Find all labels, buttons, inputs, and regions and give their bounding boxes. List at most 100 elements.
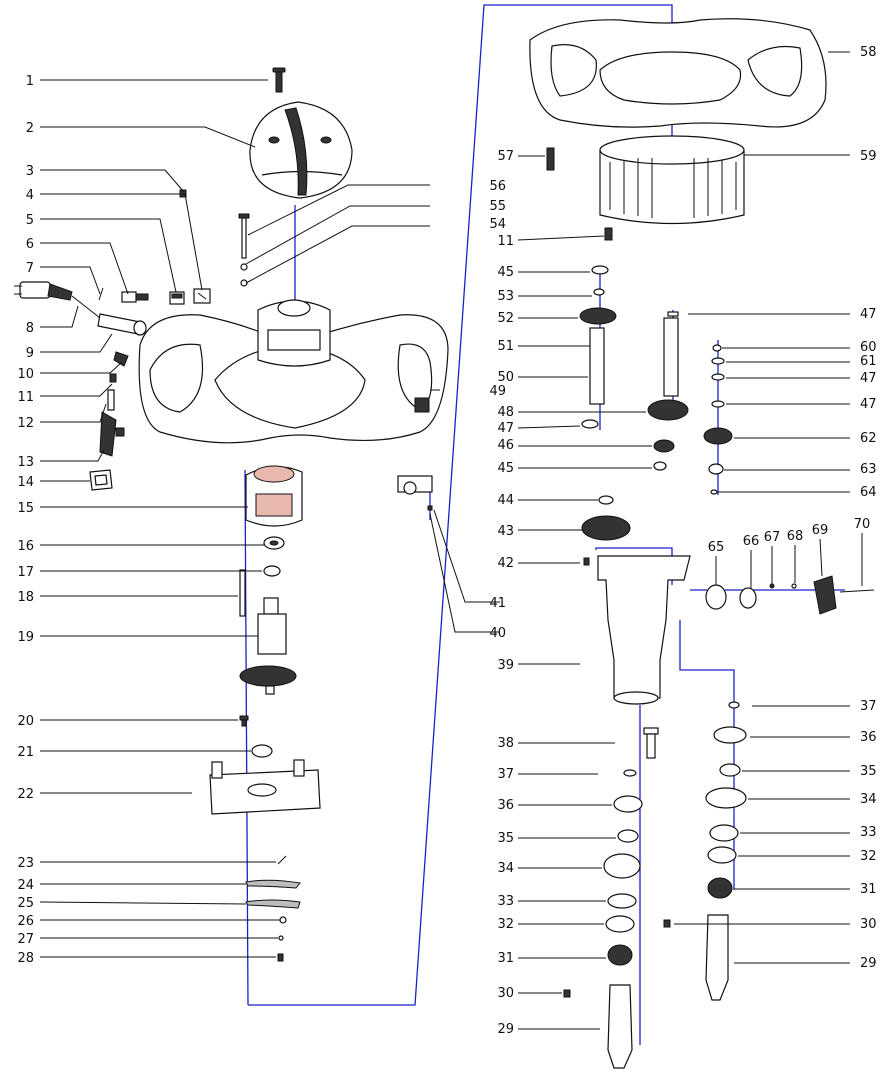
part-screw-20 bbox=[239, 715, 249, 727]
callout-10: 10 bbox=[17, 367, 34, 382]
callout-right-61: 61 bbox=[860, 354, 877, 369]
part-bearing-16 bbox=[263, 536, 285, 550]
part-long-screw-56 bbox=[238, 213, 250, 259]
callout-19: 19 bbox=[17, 630, 34, 645]
callout-right-32: 32 bbox=[860, 849, 877, 864]
part-handle-body-49 bbox=[138, 314, 449, 444]
callout-25: 25 bbox=[17, 896, 34, 911]
callout-center-54: 54 bbox=[489, 217, 506, 232]
callout-right-39: 39 bbox=[497, 658, 514, 673]
leader-3 bbox=[40, 169, 185, 193]
leader-right-47 bbox=[517, 425, 581, 429]
callout-right-64: 64 bbox=[860, 485, 877, 500]
callout-23: 23 bbox=[17, 856, 34, 871]
leader-10 bbox=[40, 361, 123, 374]
callout-right-67: 67 bbox=[764, 530, 781, 545]
callout-right-66: 66 bbox=[743, 534, 760, 549]
callout-22: 22 bbox=[17, 787, 34, 802]
callout-right-59: 59 bbox=[860, 149, 877, 164]
callout-center-55: 55 bbox=[489, 199, 506, 214]
callout-right-70: 70 bbox=[854, 517, 871, 532]
callout-7: 7 bbox=[26, 261, 34, 276]
callout-right-51: 51 bbox=[497, 339, 514, 354]
leader-13 bbox=[40, 449, 105, 462]
leader-7 bbox=[40, 266, 101, 295]
part-screw-11-right bbox=[604, 227, 613, 241]
callout-center-41: 41 bbox=[489, 596, 506, 611]
leader-5 bbox=[40, 218, 177, 293]
part-24 bbox=[245, 879, 301, 889]
callout-right-38: 38 bbox=[497, 736, 514, 751]
callout-right-33: 33 bbox=[860, 825, 877, 840]
leader-center-55 bbox=[245, 205, 430, 265]
part-lock-assembly-65-70 bbox=[705, 575, 875, 615]
leader-9 bbox=[40, 333, 113, 353]
leader-center-40 bbox=[429, 513, 500, 633]
callout-right-52: 52 bbox=[497, 311, 514, 326]
part-switch-6 bbox=[121, 291, 149, 303]
callout-right-45: 45 bbox=[497, 265, 514, 280]
leader-center-56 bbox=[247, 184, 430, 236]
part-plug-cord-8 bbox=[14, 281, 101, 319]
part-23 bbox=[277, 855, 287, 865]
part-screw-57 bbox=[546, 147, 555, 171]
callout-right-34: 34 bbox=[860, 792, 877, 807]
callout-right-57: 57 bbox=[497, 149, 514, 164]
part-gear-housing-22 bbox=[209, 759, 321, 815]
part-25 bbox=[245, 899, 301, 909]
callout-right-33: 33 bbox=[497, 894, 514, 909]
callout-center-40: 40 bbox=[489, 626, 506, 641]
callout-right-48: 48 bbox=[497, 405, 514, 420]
part-spindle-stack-left bbox=[563, 769, 643, 1069]
callout-9: 9 bbox=[26, 346, 34, 361]
callout-right-65: 65 bbox=[708, 540, 725, 555]
part-field-stator-15 bbox=[245, 465, 303, 527]
callout-right-35: 35 bbox=[860, 764, 877, 779]
callout-28: 28 bbox=[17, 951, 34, 966]
part-clutch-43-44 bbox=[581, 495, 631, 566]
callout-right-37: 37 bbox=[860, 699, 877, 714]
callout-right-46: 46 bbox=[497, 438, 514, 453]
callout-right-36: 36 bbox=[860, 730, 877, 745]
leader-right-11 bbox=[517, 235, 605, 241]
callout-right-34: 34 bbox=[497, 861, 514, 876]
part-bearing-21 bbox=[251, 744, 273, 758]
leader-25 bbox=[39, 901, 247, 905]
callout-3: 3 bbox=[26, 164, 34, 179]
part-10 bbox=[113, 351, 129, 367]
part-switch-trigger-13 bbox=[99, 411, 125, 457]
leader-6 bbox=[40, 242, 129, 295]
callout-right-11: 11 bbox=[497, 234, 514, 249]
part-spindle-housing-39 bbox=[597, 555, 691, 705]
callout-2: 2 bbox=[26, 121, 34, 136]
callout-4: 4 bbox=[26, 188, 34, 203]
callout-20: 20 bbox=[17, 714, 34, 729]
callout-24: 24 bbox=[17, 878, 34, 893]
callout-18: 18 bbox=[17, 590, 34, 605]
callout-right-63: 63 bbox=[860, 462, 877, 477]
leaders-left bbox=[39, 79, 280, 958]
callout-right-47: 47 bbox=[860, 307, 877, 322]
part-top-cap-2 bbox=[249, 101, 353, 199]
labels-left: 1234567891011121314151617181920212223242… bbox=[17, 74, 34, 966]
callout-right-32: 32 bbox=[497, 917, 514, 932]
callout-14: 14 bbox=[17, 475, 34, 490]
callout-center-56: 56 bbox=[489, 179, 506, 194]
part-cord-sleeve-9 bbox=[97, 313, 147, 336]
part-clip-4 bbox=[193, 288, 211, 304]
callout-17: 17 bbox=[17, 565, 34, 580]
part-14 bbox=[89, 469, 113, 491]
callout-right-58: 58 bbox=[860, 45, 877, 60]
callout-1: 1 bbox=[26, 74, 34, 89]
callout-15: 15 bbox=[17, 501, 34, 516]
callout-right-31: 31 bbox=[497, 951, 514, 966]
part-cable-guard-5 bbox=[169, 291, 185, 305]
callout-11: 11 bbox=[17, 390, 34, 405]
part-bearing-17 bbox=[263, 565, 281, 577]
callout-right-69: 69 bbox=[812, 523, 829, 538]
leader-center-54 bbox=[245, 225, 430, 284]
part-pin-7 bbox=[98, 287, 104, 301]
